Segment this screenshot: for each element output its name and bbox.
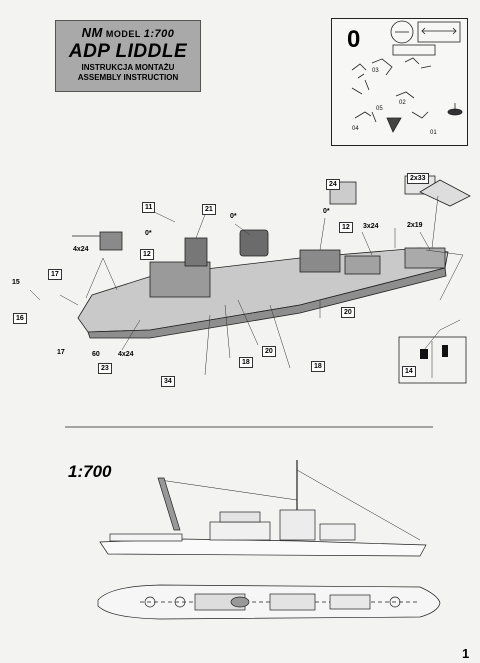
callout-label: 2x33 — [407, 173, 429, 184]
callout-label: 21 — [202, 204, 216, 215]
step-zero-box — [331, 18, 468, 146]
callout-label: 12 — [339, 222, 353, 233]
ship-side-profile — [99, 460, 427, 557]
step-number: 0 — [347, 26, 361, 53]
brand-logo: NM MODEL 1:700 — [56, 25, 200, 40]
legend-arrows-icon — [417, 21, 461, 43]
step-zero-part-labels: 03 05 02 01 04 — [352, 68, 437, 136]
part-label: 03 — [372, 68, 379, 74]
callout-label: 20 — [262, 346, 276, 357]
subtitle-polish: INSTRUKCJA MONTAŻU — [81, 63, 175, 72]
funnel — [239, 229, 269, 257]
kit-scale: 1:700 — [143, 28, 175, 40]
callout-label: 11 — [142, 202, 156, 213]
callout-label: 17 — [57, 349, 65, 356]
page-title: ADP LIDDLE — [68, 41, 188, 62]
callout-label: 3x24 — [363, 223, 379, 230]
callout-label: 18 — [239, 357, 253, 368]
callout-label: 15 — [12, 279, 20, 286]
leader-lines — [29, 195, 464, 376]
callout-label: 23 — [98, 363, 112, 374]
part-label: 02 — [399, 100, 406, 106]
callout-label: 0* — [323, 208, 330, 215]
callout-label: 16 — [13, 313, 27, 324]
gun-turret — [99, 231, 123, 251]
ship-plan-view — [97, 584, 441, 620]
legend-bar-icon — [392, 44, 436, 56]
detail-box-14 — [398, 336, 467, 384]
title-box: NM MODEL 1:700 ADP LIDDLE INSTRUKCJA MON… — [55, 20, 201, 92]
step-zero-drawing — [351, 20, 463, 133]
legend-dial-icon — [390, 20, 414, 44]
brand-small: MODEL — [105, 29, 141, 39]
callout-label: 4x24 — [73, 246, 89, 253]
callout-label: 12 — [140, 249, 154, 260]
subtitle-english: ASSEMBLY INSTRUCTION — [77, 73, 179, 82]
callout-label: 34 — [161, 376, 175, 387]
callout-label: 0* — [145, 230, 152, 237]
callout-label: 0* — [230, 213, 237, 220]
callout-label: 14 — [402, 366, 416, 377]
part-label: 01 — [430, 130, 437, 136]
callout-label: 24 — [326, 179, 340, 190]
part-label: 04 — [352, 126, 359, 132]
callout-label: 20 — [341, 307, 355, 318]
callout-label: 4x24 — [118, 351, 134, 358]
callout-label: 2x19 — [407, 222, 423, 229]
ship-assembly-drawing — [72, 175, 471, 339]
part-label: 05 — [376, 106, 383, 112]
page-number: 1 — [462, 646, 470, 661]
brand-name: NM — [81, 25, 103, 40]
callout-label: 60 — [92, 351, 100, 358]
callout-label: 18 — [311, 361, 325, 372]
callout-label: 17 — [48, 269, 62, 280]
plan-scale: 1:700 — [68, 462, 112, 481]
